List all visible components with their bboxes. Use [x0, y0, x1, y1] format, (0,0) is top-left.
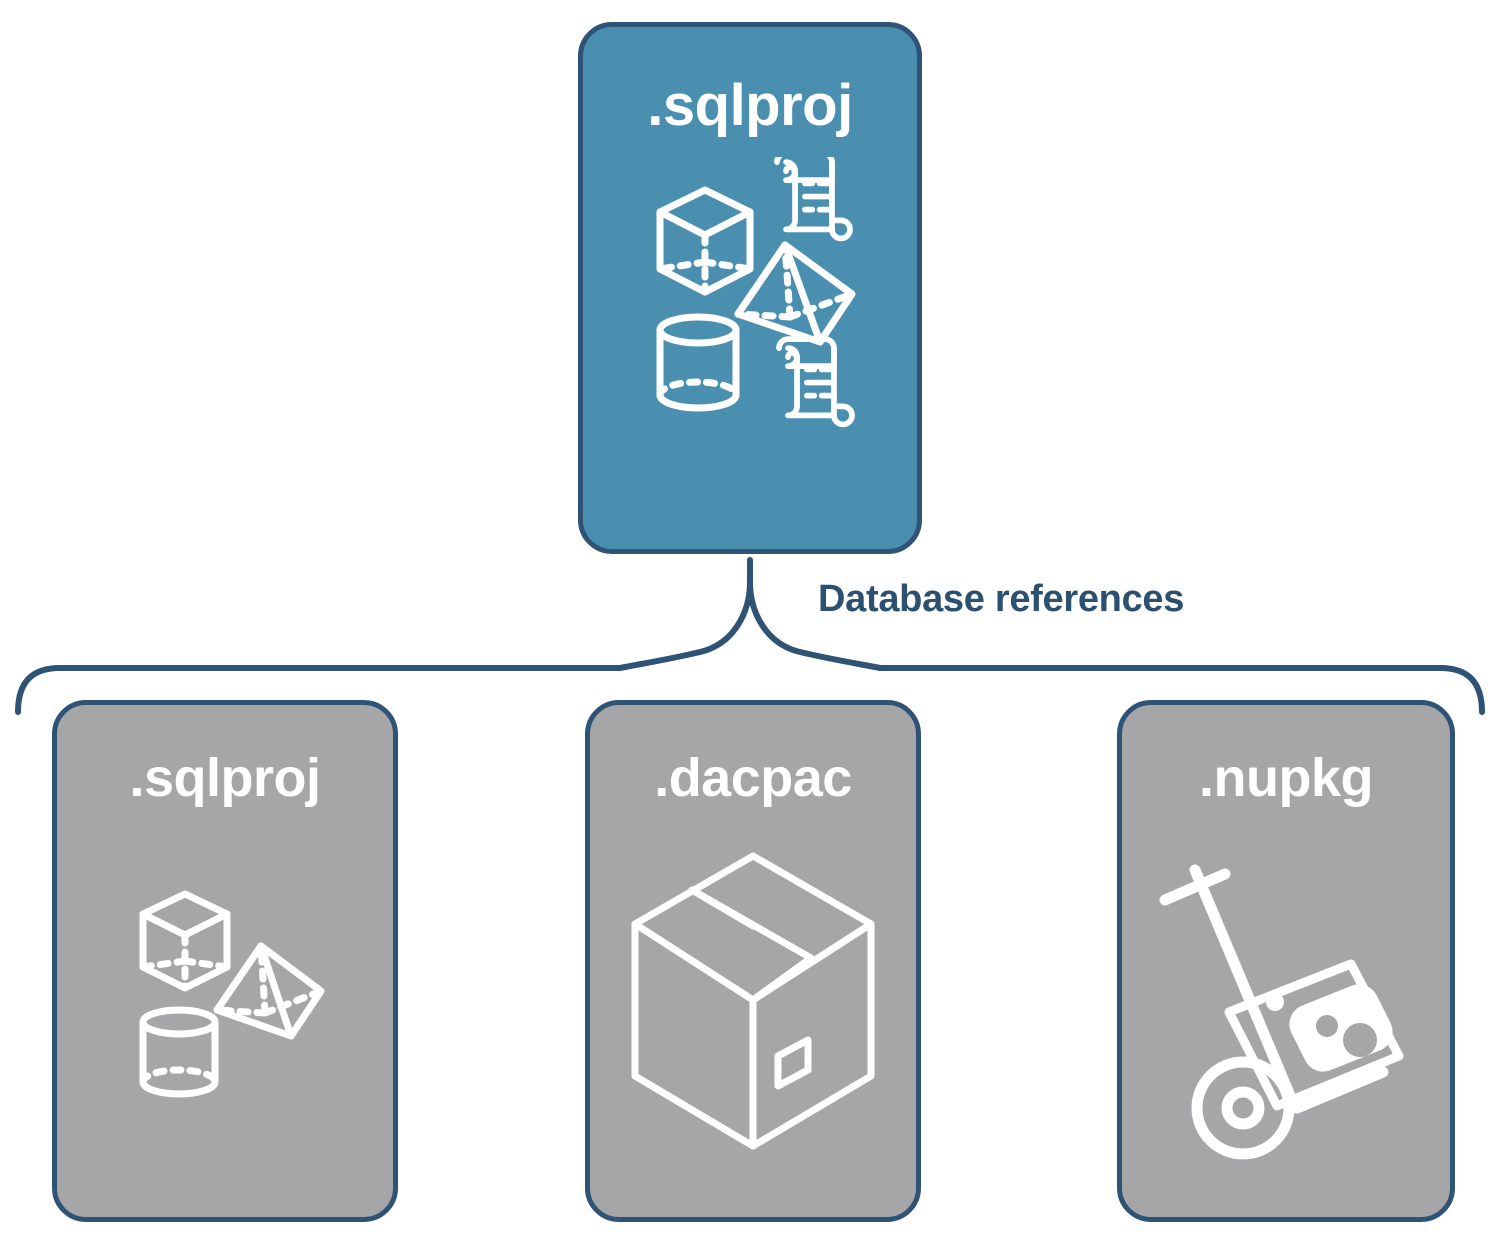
node-child-sqlproj-artwork [57, 855, 393, 1115]
node-root-sqlproj[interactable]: .sqlproj [578, 22, 922, 554]
pyramid-wireframe-icon [213, 942, 325, 1040]
cylinder-wireframe-icon [656, 313, 740, 412]
connector-label: Database references [818, 578, 1185, 620]
hand-truck-package-icon [1159, 864, 1404, 1160]
cube-wireframe-icon [139, 890, 231, 992]
nuget-logo-mark [1289, 984, 1393, 1072]
cylinder-wireframe-icon [139, 1006, 219, 1098]
node-root-title: .sqlproj [647, 73, 853, 138]
node-child-sqlproj-title: .sqlproj [129, 748, 321, 808]
node-child-dacpac-title: .dacpac [654, 748, 852, 808]
scroll-script-icon [774, 157, 853, 242]
node-root-artwork [583, 157, 917, 457]
pyramid-wireframe-icon [734, 241, 856, 346]
child-sqlproj-icon-group [139, 890, 325, 1098]
node-child-nupkg-title: .nupkg [1199, 748, 1373, 808]
node-child-nupkg-artwork [1122, 845, 1450, 1175]
scroll-script-icon [776, 336, 855, 428]
package-box-icon [631, 852, 875, 1150]
node-child-dacpac[interactable]: .dacpac [585, 700, 921, 1222]
node-child-nupkg[interactable]: .nupkg [1117, 700, 1455, 1222]
node-child-sqlproj[interactable]: .sqlproj [52, 700, 398, 1222]
connector-brace [15, 557, 1485, 715]
root-icon-group [656, 157, 856, 428]
cube-wireframe-icon [656, 186, 754, 296]
nuget-logo-dots [1316, 1015, 1377, 1057]
node-child-dacpac-artwork [590, 833, 916, 1173]
